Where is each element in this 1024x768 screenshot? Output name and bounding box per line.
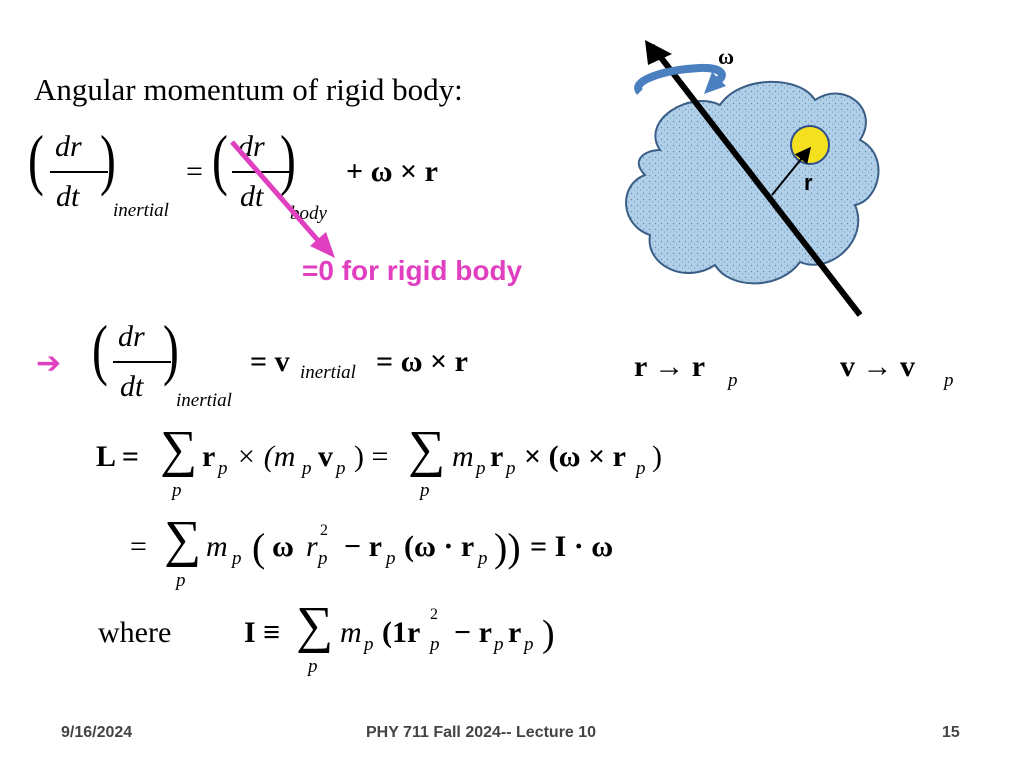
axis-arrowhead-icon <box>645 40 672 65</box>
rotation-arrow-icon <box>634 63 726 95</box>
eq4-m: m <box>206 530 228 563</box>
eq5-close: ) <box>542 613 555 655</box>
eq2-rhs-b: = ω × r <box>376 345 468 378</box>
eq4-omega: ω <box>272 530 294 563</box>
eq4-open: ( <box>252 525 266 570</box>
right-paren: ) <box>100 121 116 197</box>
omega-label: ω <box>718 44 735 69</box>
implies-arrow-icon: ➔ <box>36 347 62 380</box>
eq3-close2: ) <box>652 440 662 473</box>
eq4-minus-r-sub: p <box>386 548 396 569</box>
mapping-r-sub: p <box>728 370 738 391</box>
mapping-r: r → r <box>634 350 706 383</box>
fraction-bar <box>113 361 171 363</box>
eq3-close1: ) = <box>354 440 389 473</box>
eq2-sub-inertial: inertial <box>176 390 232 411</box>
eq4-inner-sub: p <box>478 548 488 569</box>
eq4-close: )) <box>494 525 521 570</box>
eq4-equals: = <box>130 530 147 563</box>
eq4-minus-r: − r <box>344 530 382 563</box>
eq4-r-sup: 2 <box>320 522 328 539</box>
eq5-r2: r <box>508 616 522 649</box>
eq5-minus-sub2: p <box>524 634 534 655</box>
rigid-body-note: =0 for rigid body <box>302 255 523 286</box>
left-paren: ( <box>92 311 108 387</box>
eq3-m-sub: p <box>302 458 312 479</box>
eq1-numerator-left: dr <box>55 130 82 163</box>
eq3-term2-m: m <box>452 440 474 473</box>
where-label: where <box>98 616 172 649</box>
right-paren: ) <box>163 311 179 387</box>
mapping-v: v → v <box>840 350 915 383</box>
sum-subscript: p <box>420 480 430 501</box>
eq3-term1-sub: p <box>218 458 228 479</box>
eq2-rhs-v: = v <box>250 345 290 378</box>
sum-symbol: ∑ <box>408 421 446 478</box>
eq5-minus: − r <box>454 616 492 649</box>
sum-symbol: ∑ <box>160 421 198 478</box>
eq1-tail: + ω × r <box>346 155 438 188</box>
eq5-minus-sub1: p <box>494 634 504 655</box>
right-paren: ) <box>280 121 296 197</box>
mass-point <box>790 125 830 165</box>
mapping-v-sub: p <box>944 370 954 391</box>
eq3-term1: r <box>202 440 216 473</box>
eq5-lhs: I ≡ <box>244 616 281 649</box>
eq4-r-sub: p <box>318 548 328 569</box>
eq3-term2-r-sub: p <box>506 458 516 479</box>
sum-subscript: p <box>308 656 318 677</box>
eq5-body: (1r <box>382 616 421 649</box>
eq3-v: v <box>318 440 333 473</box>
eq3-term2-rest-sub: p <box>636 458 646 479</box>
eq3-term2-rest: × (ω × r <box>524 440 626 473</box>
footer-date: 9/16/2024 <box>61 724 133 741</box>
eq2-denominator: dt <box>120 370 144 403</box>
eq3-v-sub: p <box>336 458 346 479</box>
eq2-rhs-sub: inertial <box>300 362 356 383</box>
eq1-sub-inertial: inertial <box>113 200 169 221</box>
eq5-m: m <box>340 616 362 649</box>
eq5-body-sub: p <box>430 634 440 655</box>
r-vector-label: r <box>804 170 813 195</box>
eq4-inner: (ω · r <box>404 530 475 563</box>
eq1-denominator-left: dt <box>56 180 80 213</box>
rigid-body-shape <box>625 80 880 285</box>
footer-course: PHY 711 Fall 2024-- Lecture 10 <box>366 724 597 741</box>
annotation-arrow <box>230 140 324 247</box>
sum-symbol: ∑ <box>164 511 202 568</box>
eq3-term2-r: r <box>490 440 504 473</box>
eq1-equals: = <box>186 155 203 188</box>
eq4-m-sub: p <box>232 548 242 569</box>
slide-title: Angular momentum of rigid body: <box>34 72 463 107</box>
rotation-arrowhead-icon <box>704 72 726 94</box>
position-vector <box>771 146 812 196</box>
eq5-m-sub: p <box>364 634 374 655</box>
eq4-r: r <box>306 530 318 563</box>
sum-subscript: p <box>176 570 186 591</box>
eq5-sup: 2 <box>430 606 438 623</box>
footer-page-number: 15 <box>942 724 960 741</box>
left-paren: ( <box>28 121 44 197</box>
eq3-lhs: L = <box>96 440 139 473</box>
eq4-result: = I · ω <box>530 530 614 563</box>
fraction-bar <box>50 171 108 173</box>
sum-subscript: p <box>172 480 182 501</box>
eq1-denominator-right: dt <box>240 180 264 213</box>
eq3-term1-rest: × (m <box>236 440 296 473</box>
sum-symbol: ∑ <box>296 597 334 654</box>
rotation-axis <box>649 44 863 317</box>
annotation-arrowhead-icon <box>310 232 335 258</box>
eq2-numerator: dr <box>118 320 145 353</box>
left-paren: ( <box>212 121 228 197</box>
eq3-term2-m-sub: p <box>476 458 486 479</box>
